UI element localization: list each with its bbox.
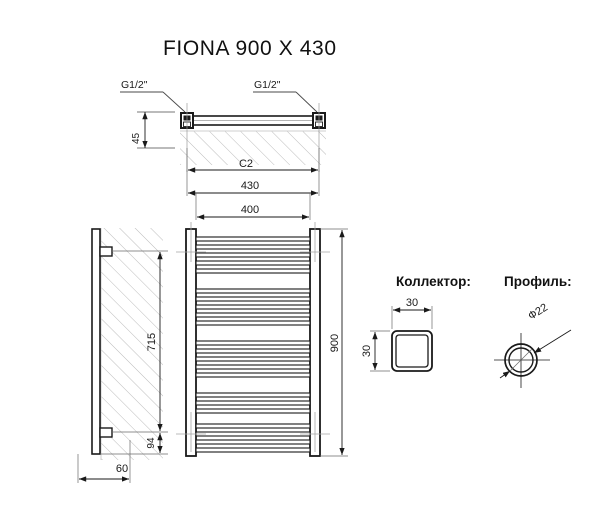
dimension-height-900: 900: [320, 228, 348, 457]
top-view: G1/2" G1/2" 45: [120, 79, 326, 172]
dimension-top-offset-45: 45: [131, 111, 175, 149]
wall-hatch-side: [101, 228, 163, 460]
dimension-side-715: 715: [146, 252, 163, 431]
dimension-depth-60-label: 60: [116, 463, 128, 475]
thread-callout-right-label: G1/2": [254, 79, 281, 91]
wall-hatch-top: [180, 131, 326, 165]
dimension-side-94-label: 94: [146, 437, 157, 449]
detail-collector: Коллектор: 30 30: [361, 274, 471, 372]
rung-group-1: [195, 236, 311, 274]
dimension-top-offset-45-label: 45: [131, 132, 142, 144]
width-dimensions: C2 430 400: [186, 148, 320, 220]
side-profile-body: [91, 228, 101, 455]
detail-profile-heading: Профиль:: [504, 274, 572, 289]
side-view: 715 94 60: [77, 228, 168, 483]
thread-callout-left-label: G1/2": [121, 79, 148, 91]
dimension-height-900-label: 900: [329, 334, 341, 352]
rung-group-3: [195, 340, 311, 378]
thread-callout-right: G1/2": [253, 79, 318, 113]
dimension-depth-60: 60: [77, 440, 131, 483]
dimension-width-430-label: 430: [241, 180, 259, 192]
dimension-side-94: 94: [146, 433, 163, 453]
profile-outer-circle: [504, 343, 538, 377]
dimension-c2: C2: [186, 148, 320, 173]
wall-bracket-upper: [99, 246, 113, 257]
rung-group-4: [195, 392, 311, 414]
dimension-collector-width-30-label: 30: [406, 297, 418, 309]
detail-collector-heading: Коллектор:: [396, 274, 471, 289]
dimension-width-400-label: 400: [241, 204, 259, 216]
rung-group-2: [195, 288, 311, 326]
dimension-c2-label: C2: [239, 158, 253, 170]
front-view-radiator: [176, 222, 330, 457]
dimension-collector-width-30: 30: [391, 297, 433, 329]
dimension-width-430: 430: [186, 170, 320, 196]
thread-callout-left: G1/2": [120, 79, 186, 113]
dimension-side-715-label: 715: [146, 333, 158, 351]
dimension-collector-height-30: 30: [361, 330, 390, 372]
dimension-collector-height-30-label: 30: [361, 345, 373, 357]
profile-inner-circle: [508, 347, 534, 373]
collector-inner-square: [395, 334, 429, 368]
profile-diagonal-line: [509, 348, 533, 372]
page-title: FIONA 900 X 430: [163, 37, 337, 60]
dimension-width-400: 400: [195, 193, 311, 220]
wall-bracket-lower: [99, 427, 113, 438]
